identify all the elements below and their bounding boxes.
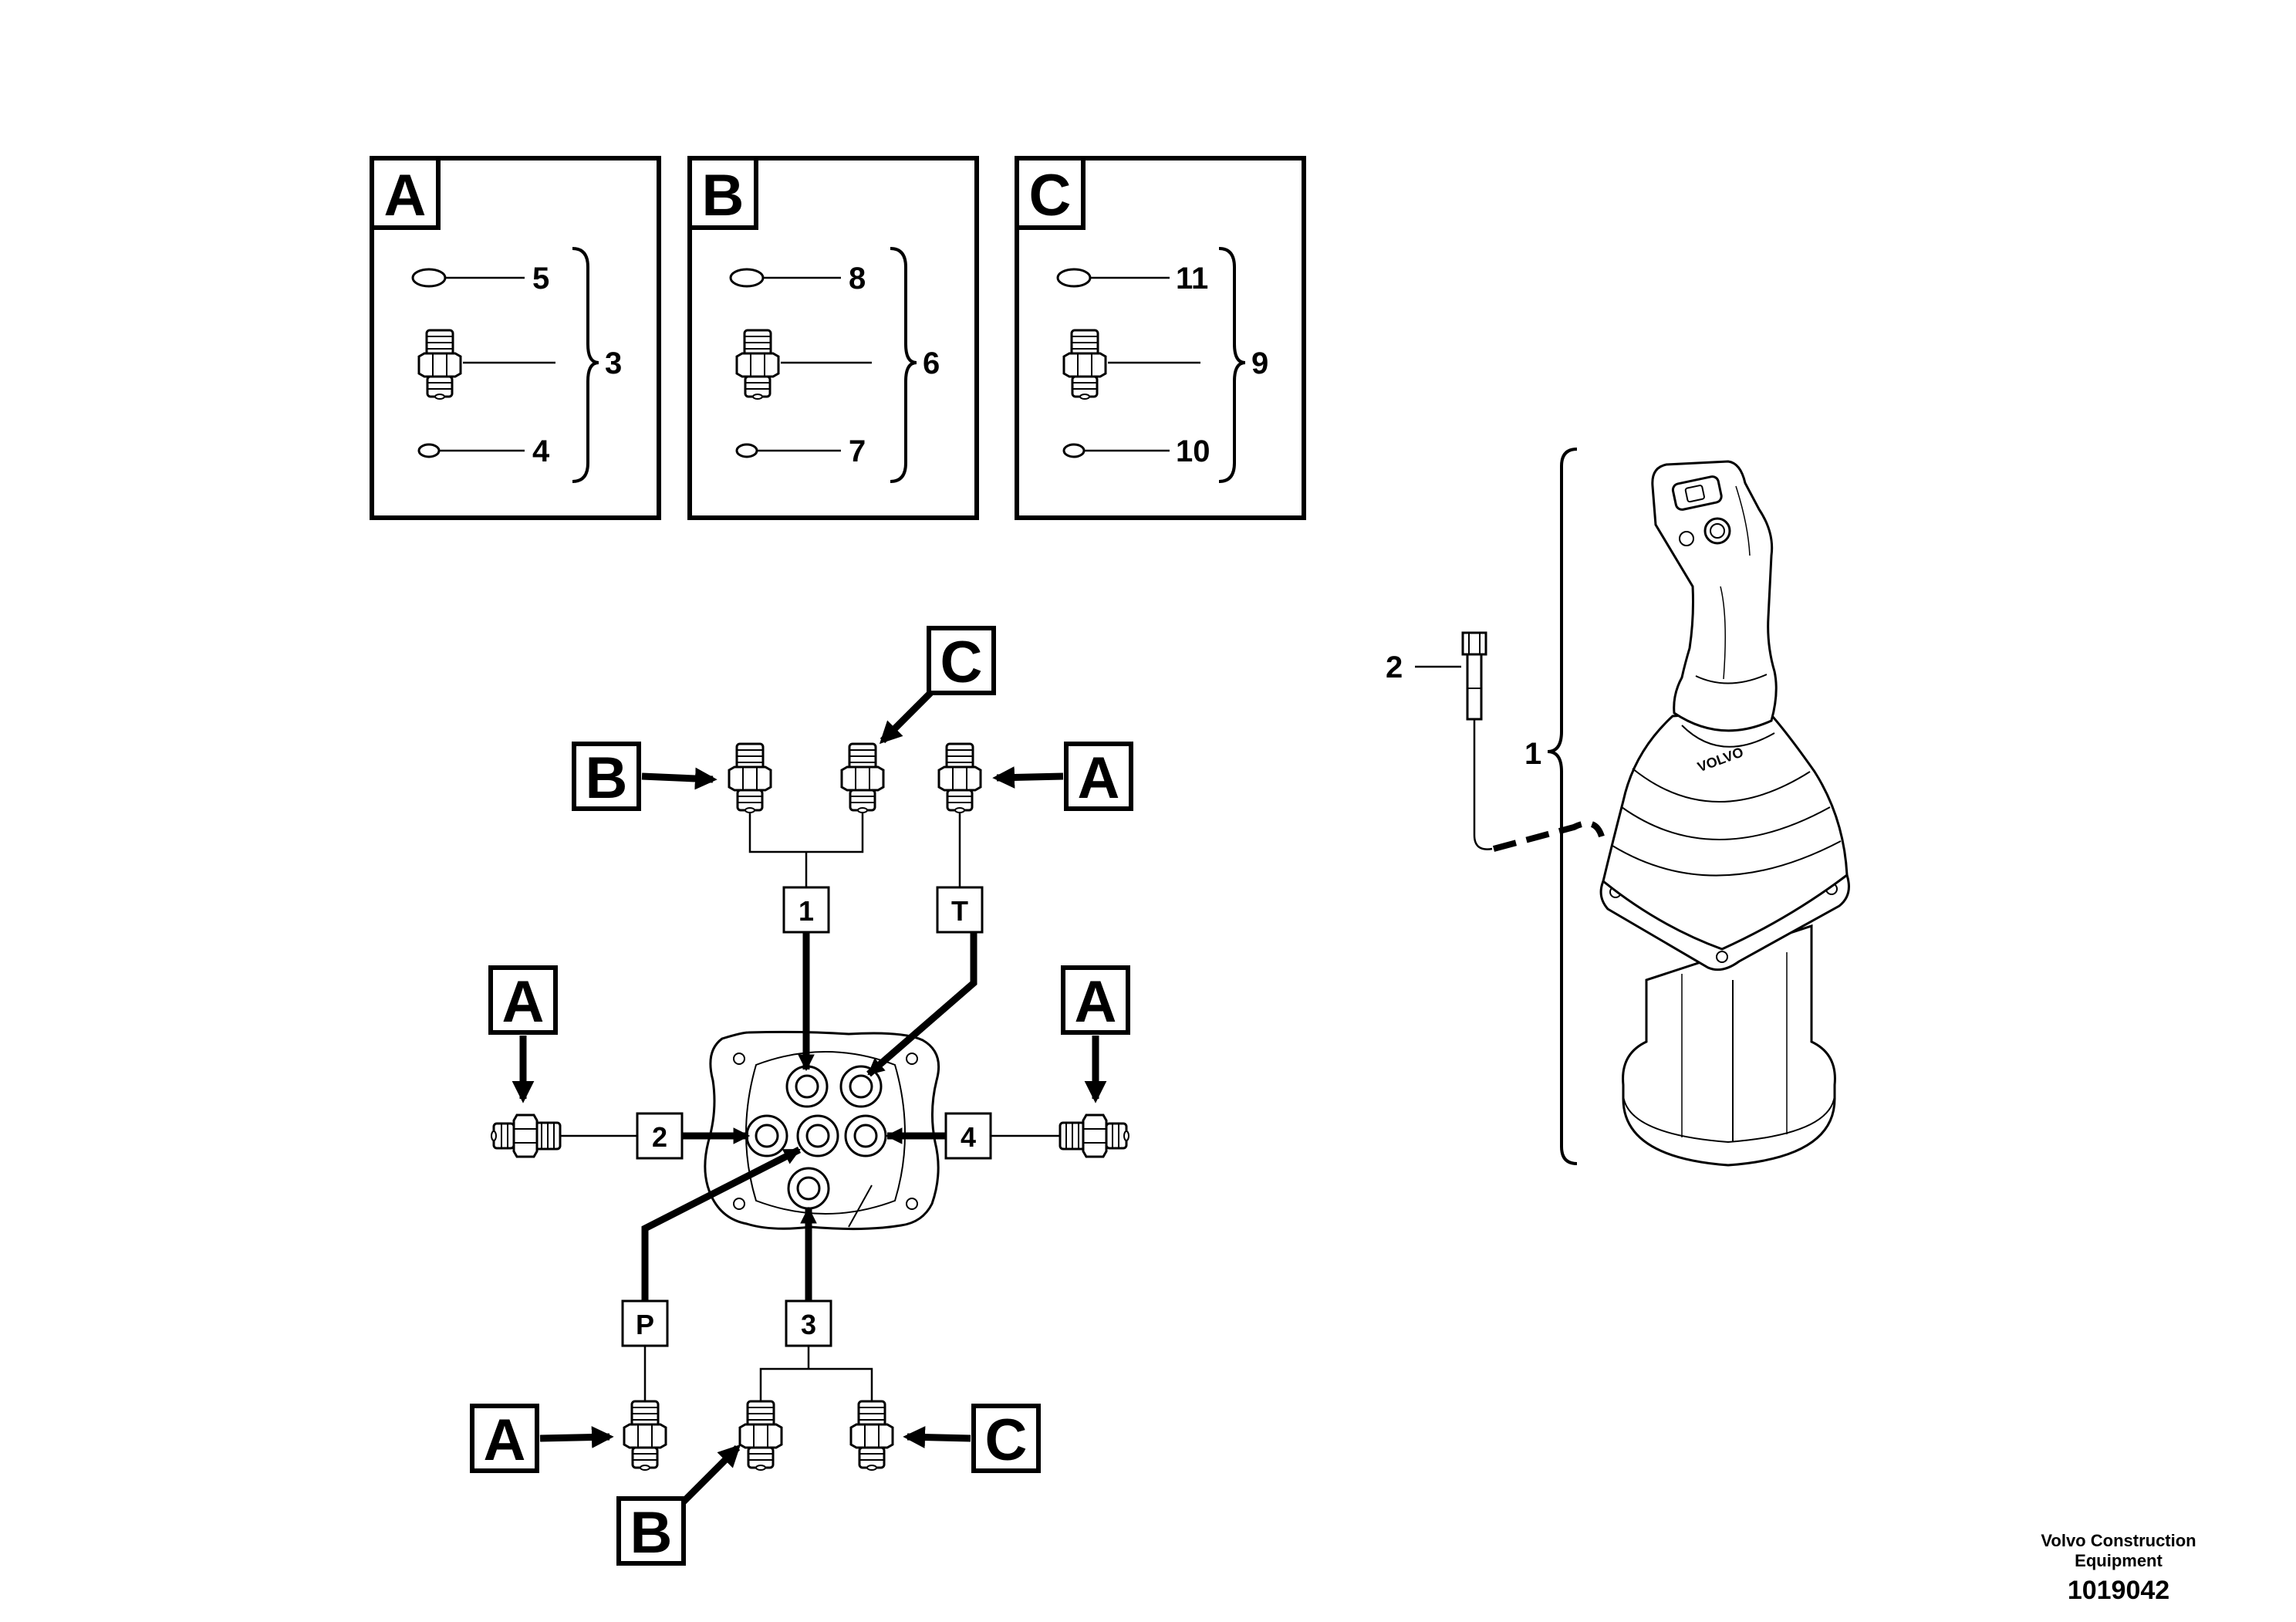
fitting-tag: A — [484, 1407, 526, 1473]
port-label: 3 — [801, 1309, 816, 1340]
fitting-tag: B — [586, 745, 628, 811]
port-holes — [745, 1065, 887, 1210]
callout-number: 4 — [532, 434, 550, 468]
group-brace — [572, 247, 599, 483]
port-label: 2 — [652, 1121, 667, 1153]
o-ring-small-icon — [417, 443, 441, 458]
fitting-icon — [490, 1113, 562, 1158]
callout-number: 11 — [1176, 262, 1208, 296]
port-label: T — [951, 895, 968, 927]
port-label: 1 — [799, 895, 814, 927]
valve-assembly: B C A 1 T — [470, 626, 1133, 1566]
group-brace — [1218, 247, 1246, 483]
fitting-icon — [840, 742, 885, 814]
callout-number: 7 — [849, 434, 866, 468]
group-number: 9 — [1251, 346, 1268, 380]
fitting-icon — [937, 742, 982, 814]
brand-line: Equipment — [2075, 1551, 2163, 1570]
fitting-icon — [728, 742, 772, 814]
grip-button-icon — [1703, 517, 1731, 545]
joystick-grip — [1651, 460, 1778, 732]
port-label: P — [636, 1309, 654, 1340]
o-ring-small-icon — [1062, 443, 1086, 458]
detail-box-c: C 11 10 9 — [1015, 156, 1306, 520]
fitting-icon — [738, 1400, 783, 1472]
rubber-boot — [1602, 708, 1849, 951]
group-number: 3 — [605, 346, 622, 380]
callout-number: 1 — [1524, 737, 1541, 771]
group-brace — [890, 247, 917, 483]
callout-number: 2 — [1386, 650, 1403, 684]
port-label: 4 — [961, 1121, 976, 1153]
fitting-tag: C — [985, 1407, 1028, 1473]
fitting-tag: A — [1075, 969, 1117, 1035]
o-ring-small-icon — [735, 443, 758, 458]
joystick-assembly: 2 1 VOLVO — [1386, 448, 1850, 1167]
o-ring-large-icon — [411, 268, 447, 288]
o-ring-large-icon — [1056, 268, 1092, 288]
callout-number: 8 — [849, 262, 866, 296]
fitting-tag: A — [1078, 745, 1120, 811]
fitting-icon — [623, 1400, 667, 1472]
fitting-tag: C — [940, 630, 983, 695]
bolt-icon — [1461, 631, 1487, 721]
detail-box-a: A 5 4 3 — [370, 156, 661, 520]
o-ring-large-icon — [729, 268, 765, 288]
fitting-tag: A — [502, 969, 545, 1035]
document-number: 1019042 — [2067, 1576, 2170, 1605]
grip-button-icon — [1671, 475, 1723, 511]
detail-box-label: A — [384, 163, 427, 228]
group-number: 6 — [923, 346, 940, 380]
callout-number: 10 — [1176, 434, 1210, 468]
brand-label: Volvo Construction Equipment — [2018, 1531, 2219, 1571]
detail-box-b: B 8 7 6 — [687, 156, 979, 520]
detail-box-label: C — [1029, 163, 1072, 228]
detail-box-label: B — [702, 163, 745, 228]
group-brace — [1547, 448, 1578, 1165]
brand-line: Volvo Construction — [2041, 1531, 2196, 1550]
fitting-icon — [1059, 1113, 1130, 1158]
callout-number: 5 — [532, 262, 549, 296]
fitting-icon — [849, 1400, 894, 1472]
fitting-tag: B — [630, 1500, 673, 1566]
